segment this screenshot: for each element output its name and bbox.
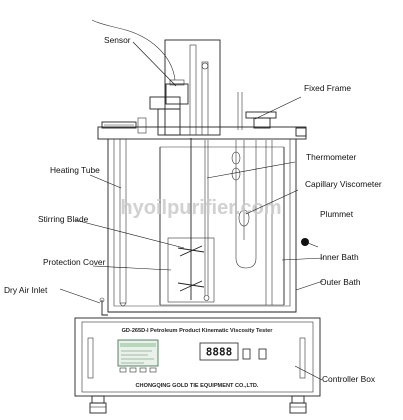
panel-maker-name: CHONGQING GOLD TIE EQUIPMENT CO.,LTD. xyxy=(136,383,259,389)
lid-plate xyxy=(97,121,307,140)
digital-display xyxy=(199,342,239,361)
watermark-text: hyoilpurifier.com xyxy=(120,197,281,219)
label-inner-bath: Inner Bath xyxy=(320,252,359,262)
switch-right[interactable] xyxy=(258,348,267,360)
label-thermometer: Thermometer xyxy=(306,152,356,162)
callout-labels: Sensor Fixed Frame Thermometer Heating T… xyxy=(4,35,382,384)
label-sensor: Sensor xyxy=(104,35,131,45)
digital-display-value: 8888 xyxy=(206,346,233,359)
label-outer-bath: Outer Bath xyxy=(320,277,361,287)
top-assembly xyxy=(91,19,277,136)
label-heating-tube: Heating Tube xyxy=(50,165,100,175)
controller-box: 8888 GD-265D-I Petroleum Product Kinemat… xyxy=(74,317,321,397)
label-controller-box: Controller Box xyxy=(322,374,376,384)
bath-assembly xyxy=(99,138,309,316)
label-stirring-blade: Stirring Blade xyxy=(38,214,89,224)
plummet-ball xyxy=(301,238,309,246)
leader-lines xyxy=(59,41,324,381)
feet xyxy=(89,395,307,414)
label-protection-cover: Protection Cover xyxy=(43,257,106,267)
label-dry-air-inlet: Dry Air Inlet xyxy=(4,285,48,295)
switch-left[interactable] xyxy=(242,348,251,360)
panel-model-title: GD-265D-I Petroleum Product Kinematic Vi… xyxy=(122,328,274,334)
label-plummet: Plummet xyxy=(320,209,354,219)
label-fixed-frame: Fixed Frame xyxy=(304,83,351,93)
label-capillary-viscometer: Capillary Viscometer xyxy=(305,179,382,189)
